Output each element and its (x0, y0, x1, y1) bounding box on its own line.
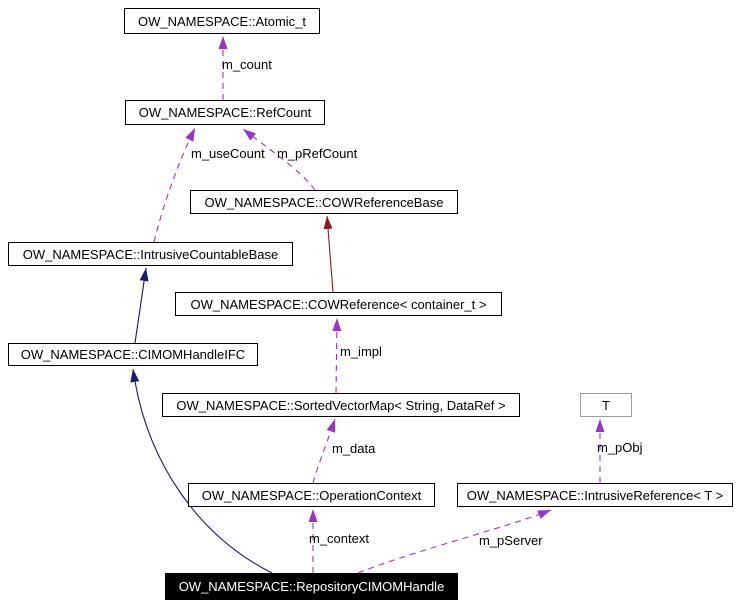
node-cimomhandleifc[interactable]: OW_NAMESPACE::CIMOMHandleIFC (8, 343, 258, 366)
node-repositorycimomhandle-focus: OW_NAMESPACE::RepositoryCIMOMHandle (165, 573, 458, 600)
edge-label-m-pserver: m_pServer (479, 533, 543, 548)
edge-label-m-data: m_data (332, 441, 376, 456)
edge-intrusivecountablebase-to-refcount (153, 127, 196, 243)
node-cowreferencebase[interactable]: OW_NAMESPACE::COWReferenceBase (190, 190, 458, 214)
node-operationcontext[interactable]: OW_NAMESPACE::OperationContext (188, 483, 435, 507)
edge-label-m-count: m_count (222, 57, 272, 72)
node-cowreference[interactable]: OW_NAMESPACE::COWReference< container_t … (175, 292, 502, 316)
edge-repository-to-cimomhandleifc (130, 368, 273, 574)
node-template-param-t: T (580, 393, 632, 417)
node-intrusivecountablebase[interactable]: OW_NAMESPACE::IntrusiveCountableBase (8, 242, 293, 266)
node-atomic-t[interactable]: OW_NAMESPACE::Atomic_t (124, 8, 320, 34)
edge-sortedvectormap-to-cowreference (332, 317, 342, 394)
node-intrusivereference[interactable]: OW_NAMESPACE::IntrusiveReference< T > (457, 483, 733, 507)
edge-cimomhandleifc-to-intrusivecountablebase (134, 267, 149, 344)
edge-label-m-context: m_context (309, 531, 369, 546)
edge-repository-to-intrusivereference (357, 509, 552, 574)
node-refcount[interactable]: OW_NAMESPACE::RefCount (125, 100, 325, 125)
edge-label-m-impl: m_impl (340, 344, 382, 359)
edge-cowreferencebase-to-refcount (242, 128, 316, 191)
edge-label-m-pobj: m_pObj (597, 440, 643, 455)
edge-label-m-prefcount: m_pRefCount (277, 146, 358, 161)
edge-cowreference-to-cowreferencebase (323, 215, 334, 293)
edge-label-m-usecount: m_useCount (191, 146, 265, 161)
edge-operationcontext-to-sortedvectormap (312, 418, 336, 484)
node-sortedvectormap[interactable]: OW_NAMESPACE::SortedVectorMap< String, D… (162, 393, 520, 417)
